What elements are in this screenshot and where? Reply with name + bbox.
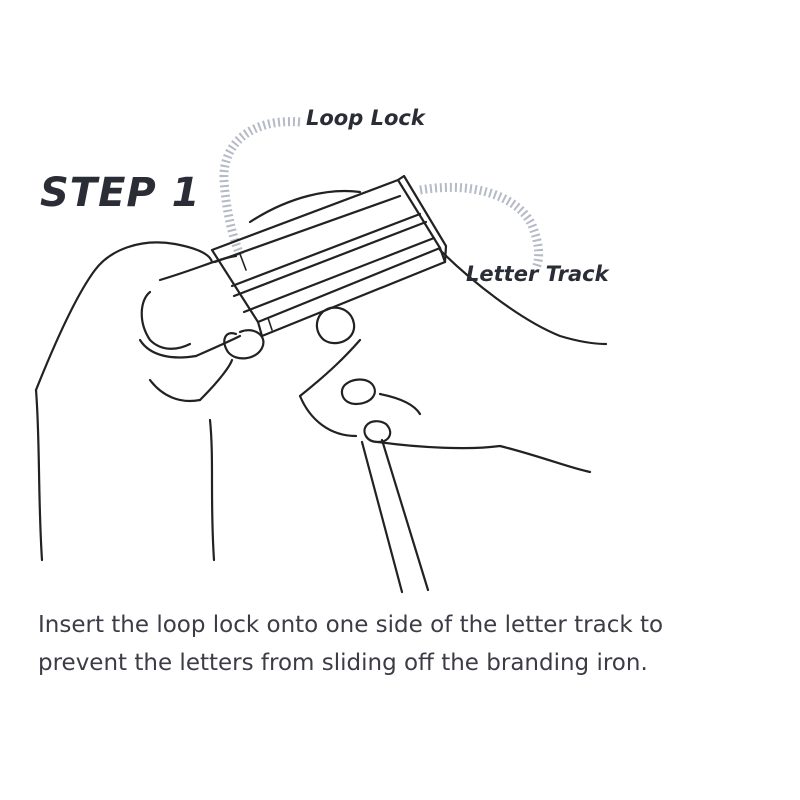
branding-iron-handle: [360, 438, 430, 594]
loop-lock-arrow: [219, 117, 301, 257]
letter-track-arrow: [419, 182, 544, 270]
instruction-caption-line-1: Insert the loop lock onto one side of th…: [38, 612, 664, 638]
loop-lock-label: Loop Lock: [306, 106, 425, 130]
left-hand: [34, 241, 265, 562]
step-title: STEP 1: [40, 170, 201, 216]
right-hand: [248, 189, 608, 474]
letter-track-label: Letter Track: [466, 262, 609, 286]
letter-track: [210, 174, 448, 338]
instruction-caption-line-2: prevent the letters from sliding off the…: [38, 650, 648, 676]
